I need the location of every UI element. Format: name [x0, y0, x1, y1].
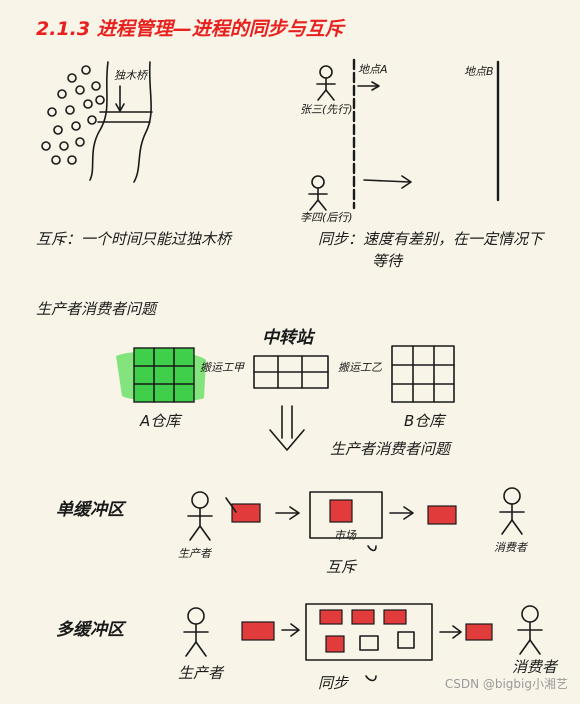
multi-buffer-note: 同步 — [318, 674, 349, 692]
single-consumer-label: 消费者 — [494, 541, 527, 554]
bridge-label: 独木桥 — [114, 69, 147, 82]
sync-caption-line2: 等待 — [372, 252, 403, 270]
watermark: CSDN @bigbig小湘艺 — [444, 677, 568, 691]
multi-producer-label: 生产者 — [178, 664, 224, 682]
producer-consumer-heading: 生产者消费者问题 — [36, 300, 157, 318]
multi-buffer-heading: 多缓冲区 — [56, 620, 124, 640]
problem-label: 生产者消费者问题 — [330, 440, 451, 458]
location-b-label: 地点B — [464, 65, 494, 78]
page-title: 2.1.3 进程管理—进程的同步与互斥 — [36, 18, 344, 40]
down-double-arrow-icon — [269, 405, 305, 451]
mutex-caption: 互斥：一个时间只能过独木桥 — [36, 230, 232, 248]
transport-a-label: 搬运工甲 — [200, 361, 244, 374]
location-a-label: 地点A — [358, 63, 388, 76]
warehouse-a-label: A仓库 — [140, 412, 181, 430]
timeline-diagram — [308, 58, 500, 211]
sync-caption-line1: 同步：速度有差别，在一定情况下 — [318, 230, 544, 248]
transit-station-label: 中转站 — [262, 328, 313, 348]
single-buffer-diagram — [187, 487, 525, 552]
person1-label: 张三(先行) — [300, 103, 353, 116]
warehouse-b-label: B仓库 — [404, 412, 445, 430]
multi-buffer-diagram — [183, 603, 543, 682]
market-label: 市场 — [334, 529, 356, 542]
single-buffer-heading: 单缓冲区 — [56, 500, 124, 520]
multi-consumer-label: 消费者 — [512, 658, 558, 676]
person2-label: 李四(后行) — [300, 211, 353, 224]
transit-station-grid — [253, 355, 329, 389]
river-bank-icon — [89, 61, 153, 183]
warehouse-a-grid — [116, 347, 206, 403]
transport-b-label: 搬运工乙 — [338, 361, 382, 374]
single-buffer-note: 互斥 — [326, 558, 357, 576]
crowd-icon — [41, 65, 105, 165]
single-producer-label: 生产者 — [178, 547, 211, 560]
warehouse-b-grid — [391, 345, 455, 403]
